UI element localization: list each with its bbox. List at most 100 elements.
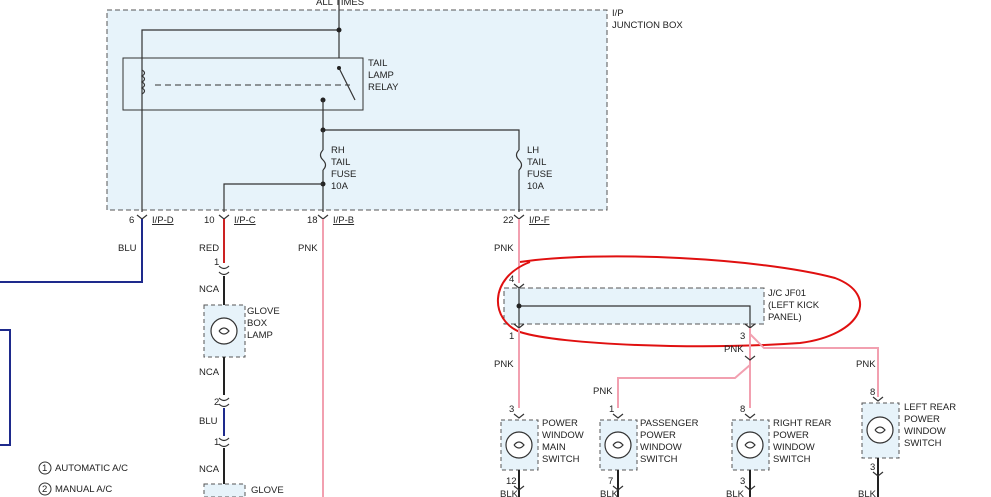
main-switch-icon xyxy=(513,441,525,449)
blu-wire-left-box xyxy=(0,329,11,446)
glove-label-3: LAMP xyxy=(247,330,273,341)
right-rear-label-1: RIGHT REAR xyxy=(773,418,832,429)
passenger-pin-top: 1 xyxy=(609,404,614,415)
wire-color-blu: BLU xyxy=(118,243,137,254)
main-pin-top: 3 xyxy=(509,404,514,415)
blu-wire xyxy=(0,219,143,283)
main-label-4: SWITCH xyxy=(542,454,580,465)
left-rear-label-2: POWER xyxy=(904,414,940,425)
right-rear-label-2: POWER xyxy=(773,430,809,441)
right-rear-wire: BLK xyxy=(726,489,745,497)
junction-box-label-2: JUNCTION BOX xyxy=(612,20,683,31)
left-rear-pin-bottom: 3 xyxy=(870,462,875,473)
relay-output-wire xyxy=(322,100,520,150)
pin-name-ip-d: I/P-D xyxy=(152,215,174,226)
glove-pin-3: 1 xyxy=(214,437,219,448)
rh-fuse-label-3: FUSE xyxy=(331,169,356,180)
connector-ip-b xyxy=(317,214,329,220)
wire-color-pnk-ip-b: PNK xyxy=(298,243,318,254)
pin-num-6: 6 xyxy=(129,215,134,226)
relay-coil-icon xyxy=(140,69,146,95)
pin-name-ip-f: I/P-F xyxy=(529,215,550,226)
jc-label-2: (LEFT KICK xyxy=(768,300,820,311)
main-wire: BLK xyxy=(500,489,519,497)
main-label-1: POWER xyxy=(542,418,578,429)
jc-pin-top: 4 xyxy=(509,274,514,285)
legend-num-2: 2 xyxy=(42,484,47,495)
relay-label-1: TAIL xyxy=(368,58,387,69)
all-times-label: ALL TIMES xyxy=(316,0,364,8)
passenger-wire: BLK xyxy=(600,489,619,497)
glove-label-2: BOX xyxy=(247,318,268,329)
glove-nca-2: NCA xyxy=(199,367,220,378)
rh-fuse-label-1: RH xyxy=(331,145,345,156)
relay-coil-feed xyxy=(141,29,339,212)
connector-ip-c xyxy=(218,214,230,220)
legend-label-2: MANUAL A/C xyxy=(55,484,112,495)
passenger-label-1: PASSENGER xyxy=(640,418,699,429)
tail-lamp-relay xyxy=(122,57,364,111)
wire-color-pnk-ip-f: PNK xyxy=(494,243,514,254)
pin-num-22: 22 xyxy=(503,215,514,226)
left-rear-wire: BLK xyxy=(858,489,877,497)
rh-fuse-label-2: TAIL xyxy=(331,157,350,168)
jc-pin-left: 1 xyxy=(509,331,514,342)
passenger-label-4: SWITCH xyxy=(640,454,678,465)
right-rear-pin-bottom: 3 xyxy=(740,476,745,487)
left-rear-pin-top: 8 xyxy=(870,387,875,398)
wire-pnk-main: PNK xyxy=(494,359,514,370)
jc-pin-right: 3 xyxy=(740,331,745,342)
annotation-circle xyxy=(496,255,862,348)
pin-num-18: 18 xyxy=(307,215,318,226)
lh-fuse-label-3: FUSE xyxy=(527,169,552,180)
lamp-icon xyxy=(210,317,238,345)
pin-num-10: 10 xyxy=(204,215,215,226)
rh-fuse-icon xyxy=(319,149,327,171)
right-rear-pin-top: 8 xyxy=(740,404,745,415)
right-rear-label-3: WINDOW xyxy=(773,442,815,453)
relay-label-2: LAMP xyxy=(368,70,394,81)
glove-label-1: GLOVE xyxy=(247,306,280,317)
connector-ip-d xyxy=(136,214,148,220)
pnk-wire-left-rear xyxy=(749,333,879,397)
glove-nca-1: NCA xyxy=(199,284,220,295)
passenger-label-3: WINDOW xyxy=(640,442,682,453)
junction-box-label-1: I/P xyxy=(612,8,624,19)
jc-label-3: PANEL) xyxy=(768,312,802,323)
glove-nca-3: NCA xyxy=(199,464,220,475)
lh-fuse-label-2: TAIL xyxy=(527,157,546,168)
jc-bus xyxy=(519,305,751,328)
main-pin-bottom: 12 xyxy=(506,476,517,487)
legend-label-1: AUTOMATIC A/C xyxy=(55,463,128,474)
main-label-3: MAIN xyxy=(542,442,566,453)
glove-bottom-label: GLOVE xyxy=(251,485,284,496)
glove-wire-blu: BLU xyxy=(199,416,218,427)
passenger-switch-icon xyxy=(612,441,624,449)
connector-ip-f xyxy=(513,214,525,220)
main-label-2: WINDOW xyxy=(542,430,584,441)
left-rear-label-4: SWITCH xyxy=(904,438,942,449)
passenger-pin-bottom: 7 xyxy=(608,476,613,487)
wire-pnk-left-rear: PNK xyxy=(856,359,876,370)
glove-pin-top: 1 xyxy=(214,257,219,268)
right-rear-switch-icon xyxy=(744,441,756,449)
jc-label-1: J/C JF01 xyxy=(768,288,806,299)
left-rear-label-3: WINDOW xyxy=(904,426,946,437)
relay-switch-icon xyxy=(338,67,356,101)
passenger-label-2: POWER xyxy=(640,430,676,441)
left-rear-switch-icon xyxy=(874,426,886,434)
wire-color-red: RED xyxy=(199,243,219,254)
lh-fuse-icon xyxy=(515,149,523,171)
lh-fuse-label-4: 10A xyxy=(527,181,545,192)
glove-pin-2: 2 xyxy=(214,397,219,408)
pin-name-ip-b: I/P-B xyxy=(333,215,354,226)
legend-num-1: 1 xyxy=(42,463,47,474)
rh-fuse-label-4: 10A xyxy=(331,181,349,192)
pnk-wire-passenger xyxy=(617,364,751,408)
wire-pnk-jc-right: PNK xyxy=(724,344,744,355)
right-rear-label-4: SWITCH xyxy=(773,454,811,465)
connector-glove-top xyxy=(218,265,230,276)
left-rear-label-1: LEFT REAR xyxy=(904,402,956,413)
lh-fuse-label-1: LH xyxy=(527,145,539,156)
